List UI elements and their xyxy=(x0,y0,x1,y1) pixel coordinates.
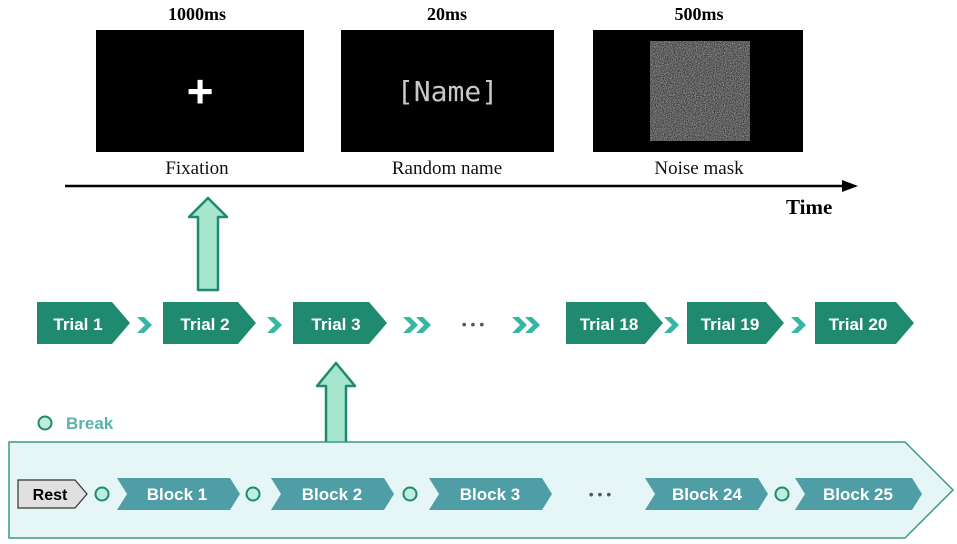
time-axis xyxy=(65,180,858,192)
break-dot-icon xyxy=(37,415,53,431)
rest-label: Rest xyxy=(33,487,68,504)
random-name-text: [Name] xyxy=(396,74,499,108)
duration-fixation: 1000ms xyxy=(168,4,226,24)
trial-chip-1: Trial 1 xyxy=(37,302,130,344)
trial-label: Trial 19 xyxy=(701,315,760,334)
block-ellipsis: • • • xyxy=(589,486,612,502)
break-dot-icon xyxy=(774,486,790,502)
chevron-right-icon xyxy=(267,317,282,333)
chevron-right-icon xyxy=(512,317,527,333)
block-label: Block 2 xyxy=(302,485,362,504)
block-chip-3: Block 3 xyxy=(429,478,552,510)
block-label: Block 1 xyxy=(147,485,207,504)
rest-chip: Rest xyxy=(17,479,88,509)
chevron-right-icon xyxy=(137,317,152,333)
block-chip-24: Block 24 xyxy=(645,478,768,510)
block-label: Block 3 xyxy=(460,485,520,504)
trial-chip-20: Trial 20 xyxy=(815,302,914,344)
up-arrow-icon xyxy=(187,196,229,292)
trial-chip-18: Trial 18 xyxy=(566,302,663,344)
trial-chip-2: Trial 2 xyxy=(163,302,256,344)
time-label: Time xyxy=(786,195,833,219)
fixation-cross: + xyxy=(186,65,214,117)
trial-label: Trial 1 xyxy=(53,315,102,334)
trial-label: Trial 2 xyxy=(180,315,229,334)
duration-random-name: 20ms xyxy=(427,4,467,24)
caption-fixation: Fixation xyxy=(165,158,229,179)
chevron-right-icon xyxy=(525,317,540,333)
noise-mask-screen xyxy=(593,30,803,152)
break-dot-icon xyxy=(402,486,418,502)
duration-noise-mask: 500ms xyxy=(674,4,724,24)
chevron-right-icon xyxy=(664,317,679,333)
chevron-right-icon xyxy=(791,317,806,333)
block-label: Block 25 xyxy=(823,485,893,504)
caption-noise-mask: Noise mask xyxy=(654,158,744,179)
noise-pattern xyxy=(650,41,750,141)
trial-label: Trial 3 xyxy=(311,315,360,334)
block-label: Block 24 xyxy=(672,485,742,504)
trial-label: Trial 20 xyxy=(829,315,888,334)
block-chip-1: Block 1 xyxy=(117,478,240,510)
caption-random-name: Random name xyxy=(391,158,503,179)
trial-label: Trial 18 xyxy=(580,315,639,334)
break-dot-icon xyxy=(245,486,261,502)
name-screen: [Name] xyxy=(341,30,554,152)
block-chip-25: Block 25 xyxy=(795,478,922,510)
trial-chip-3: Trial 3 xyxy=(293,302,387,344)
up-arrow-icon xyxy=(315,361,357,454)
break-dot-icon xyxy=(94,486,110,502)
trial-ellipsis: • • • xyxy=(462,316,485,332)
fixation-screen: + xyxy=(96,30,304,152)
chevron-right-icon xyxy=(403,317,418,333)
chevron-right-icon xyxy=(416,317,431,333)
trial-chip-19: Trial 19 xyxy=(687,302,784,344)
block-chip-2: Block 2 xyxy=(271,478,394,510)
break-legend-label: Break xyxy=(66,414,114,433)
